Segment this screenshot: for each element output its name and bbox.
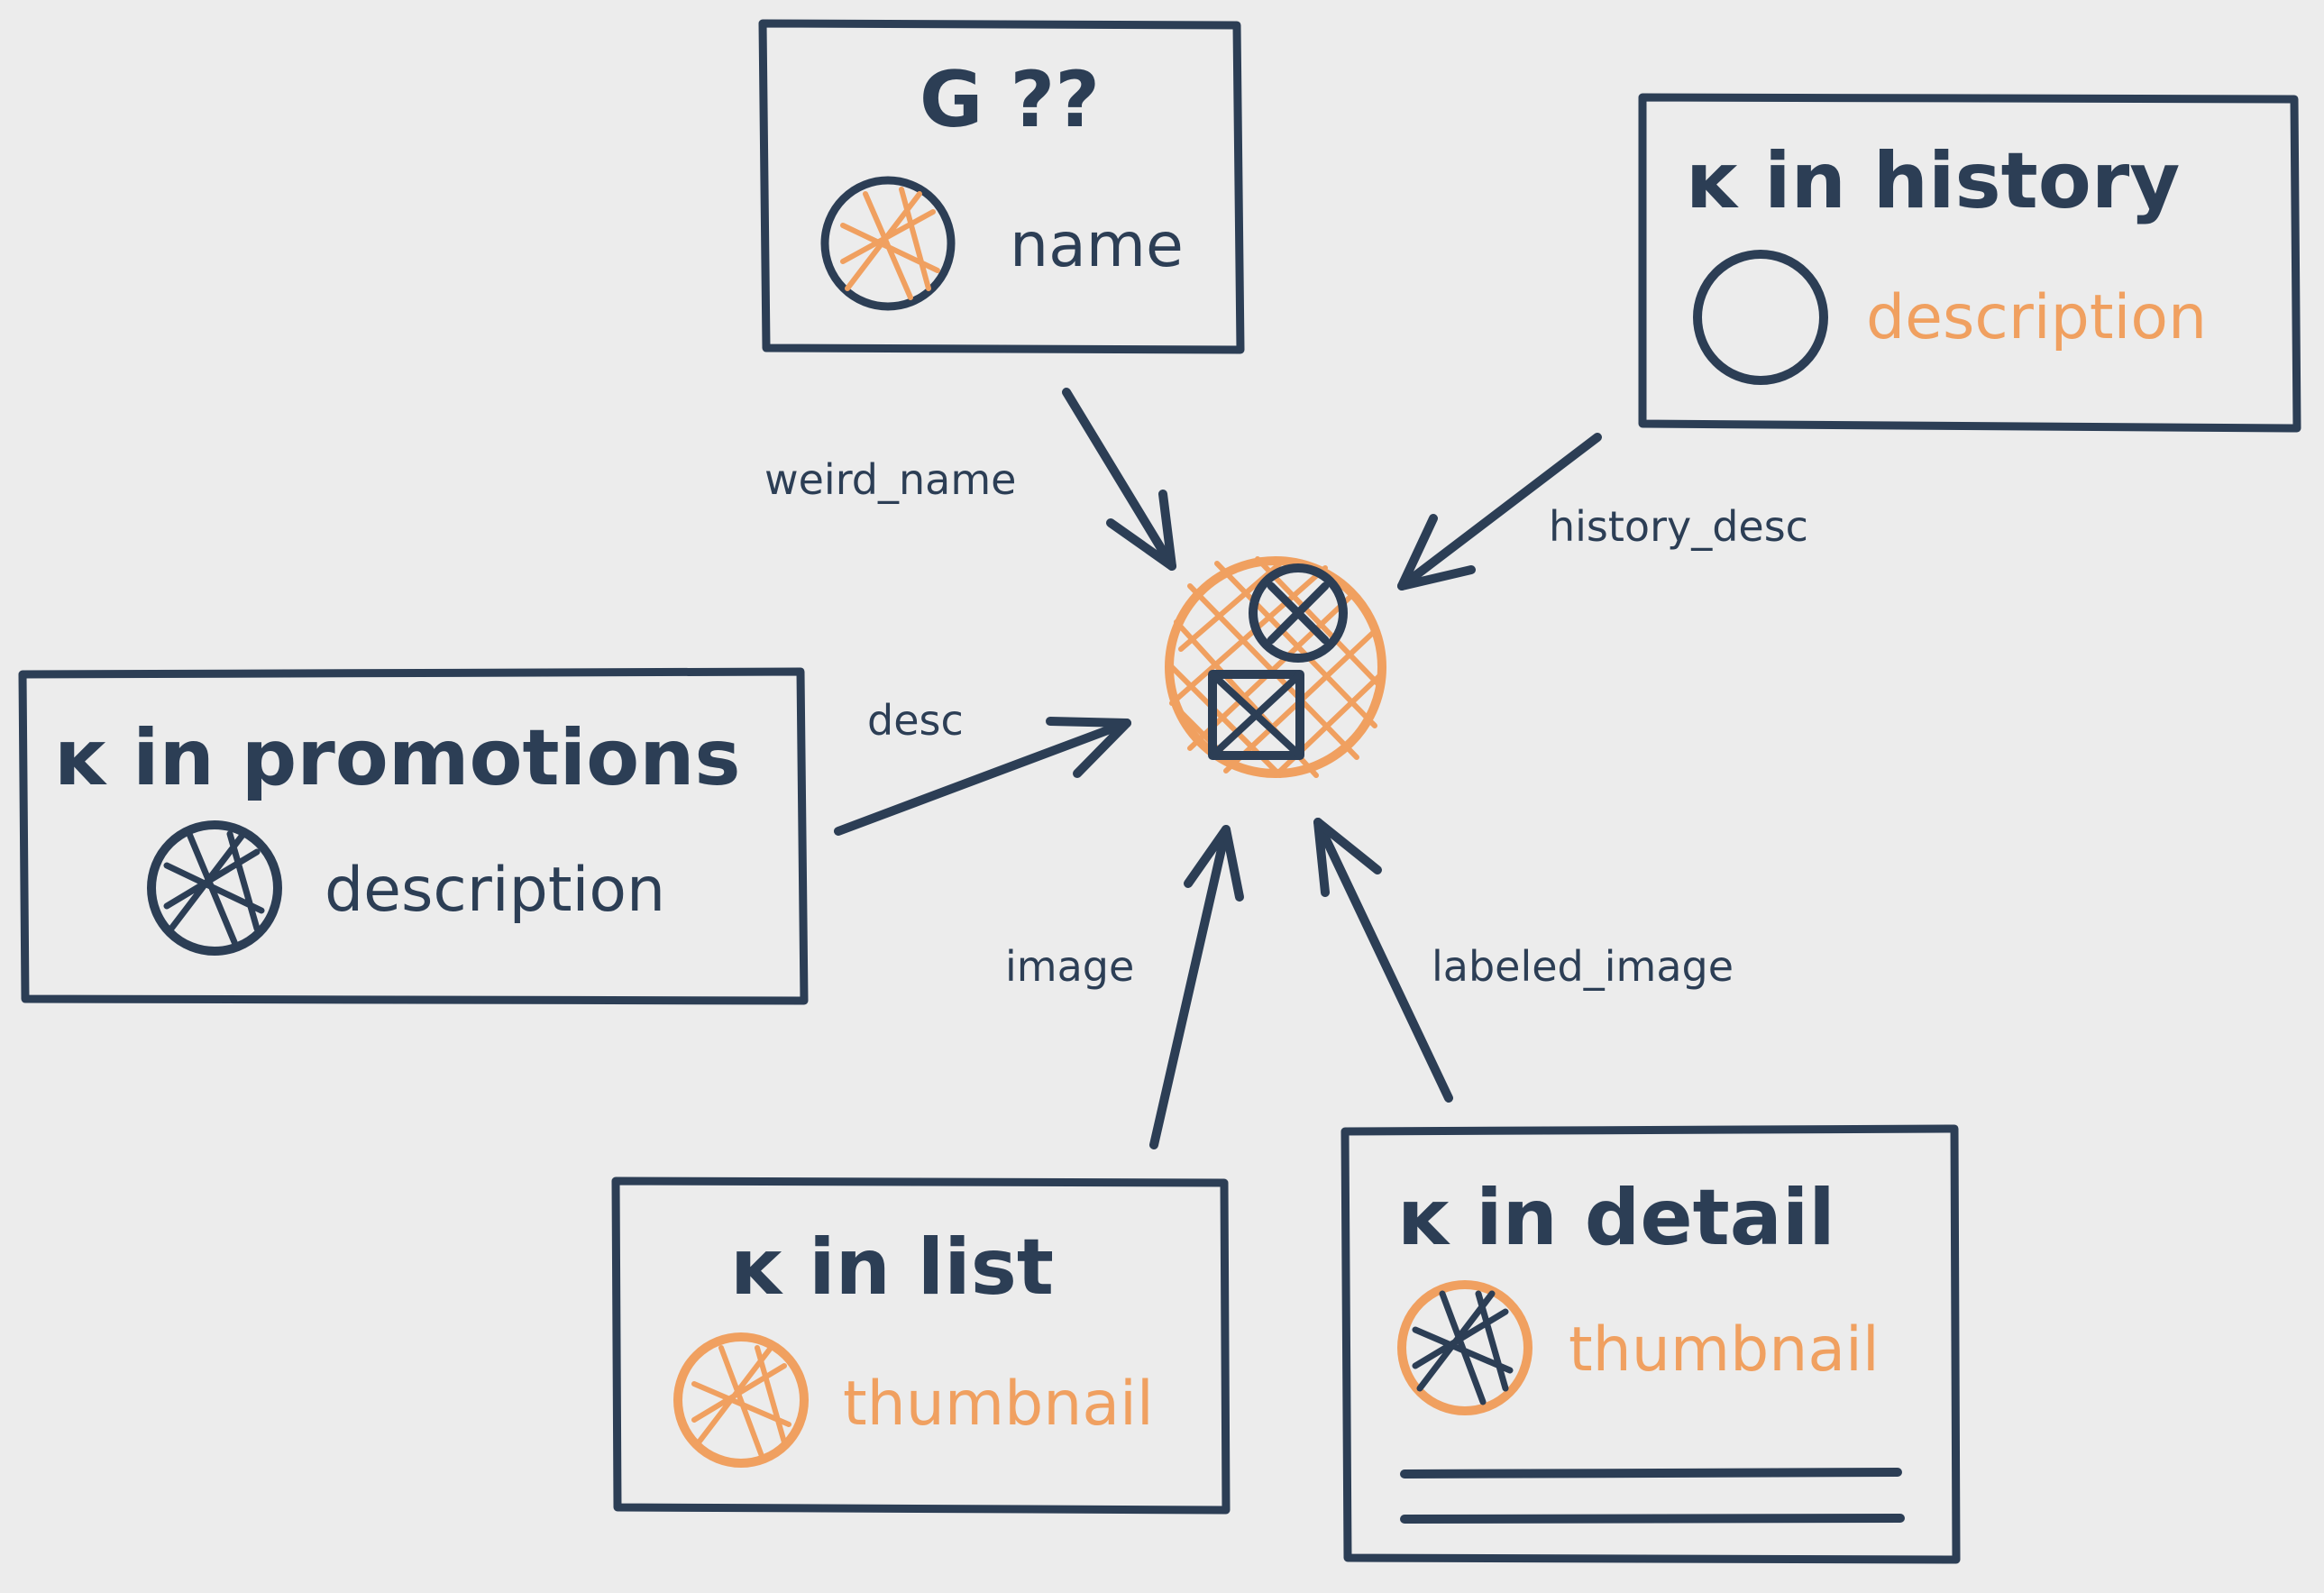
detail-text-line-1 (1400, 1468, 1902, 1479)
edge-history-desc: history_desc (1397, 433, 1808, 591)
box-top-field: name (1010, 210, 1184, 281)
box-detail-frame (1340, 1124, 1961, 1564)
orange-ring-dark-hatch-icon (1397, 1280, 1533, 1415)
edge-desc: desc (834, 696, 1131, 836)
edge-label-desc: desc (867, 696, 964, 745)
k-glyph: ĸ (54, 713, 133, 803)
edge-label-labeled-image: labeled_image (1432, 942, 1734, 991)
arrow-weird-name (1062, 388, 1176, 571)
edge-label-weird-name: weird_name (764, 455, 1016, 504)
box-list-title: ĸ in list (730, 1222, 1054, 1313)
box-detail-title: ĸ in detail (1397, 1173, 1835, 1263)
crossed-square-icon (1208, 670, 1304, 760)
edge-label-image: image (1005, 942, 1134, 991)
box-top-title: G ?? (920, 55, 1100, 145)
box-top: G ?? name (758, 19, 1245, 354)
box-top-frame (758, 19, 1245, 354)
orange-hatched-circle-icon (673, 1332, 809, 1468)
box-promotions-title: ĸ in promotions (54, 713, 741, 803)
arrow-labeled-image (1313, 818, 1453, 1103)
box-list-field: thumbnail (843, 1369, 1154, 1440)
k-glyph: ĸ (1397, 1173, 1476, 1263)
edge-label-history-desc: history_desc (1549, 502, 1808, 551)
box-history-title-text: in history (1764, 136, 2180, 226)
box-history: ĸ in history description (1638, 93, 2301, 433)
arrow-history-desc (1397, 433, 1602, 591)
empty-circle-icon (1693, 250, 1828, 385)
box-list-title-text: in list (809, 1222, 1054, 1313)
box-list-frame (611, 1176, 1231, 1515)
box-detail-field: thumbnail (1569, 1314, 1880, 1386)
edge-labeled-image: labeled_image (1313, 818, 1734, 1103)
k-glyph: ĸ (730, 1222, 809, 1313)
dark-hatched-circle-icon (147, 820, 282, 956)
orange-hatched-circle-icon (820, 176, 956, 311)
box-history-frame (1638, 93, 2301, 433)
box-promotions-field: description (325, 855, 665, 926)
arrow-image (1149, 825, 1231, 1149)
arrow-desc (834, 719, 1131, 836)
crossed-circle-icon (1249, 563, 1348, 663)
edge-image: image (1005, 825, 1244, 1149)
detail-text-line-2 (1400, 1514, 1905, 1524)
box-list: ĸ in list thumbnail (611, 1176, 1231, 1515)
box-history-title: ĸ in history (1686, 136, 2180, 226)
box-detail: ĸ in detail thumbnail (1340, 1124, 1961, 1564)
center-node (1165, 556, 1386, 778)
k-glyph: ĸ (1686, 136, 1764, 226)
box-promotions-frame (18, 667, 809, 1005)
box-promotions-title-text: in promotions (133, 713, 740, 803)
box-history-field: description (1866, 282, 2207, 353)
edge-weird-name: weird_name (764, 388, 1176, 571)
box-promotions: ĸ in promotions description (18, 667, 809, 1005)
box-detail-title-text: in detail (1476, 1173, 1835, 1263)
